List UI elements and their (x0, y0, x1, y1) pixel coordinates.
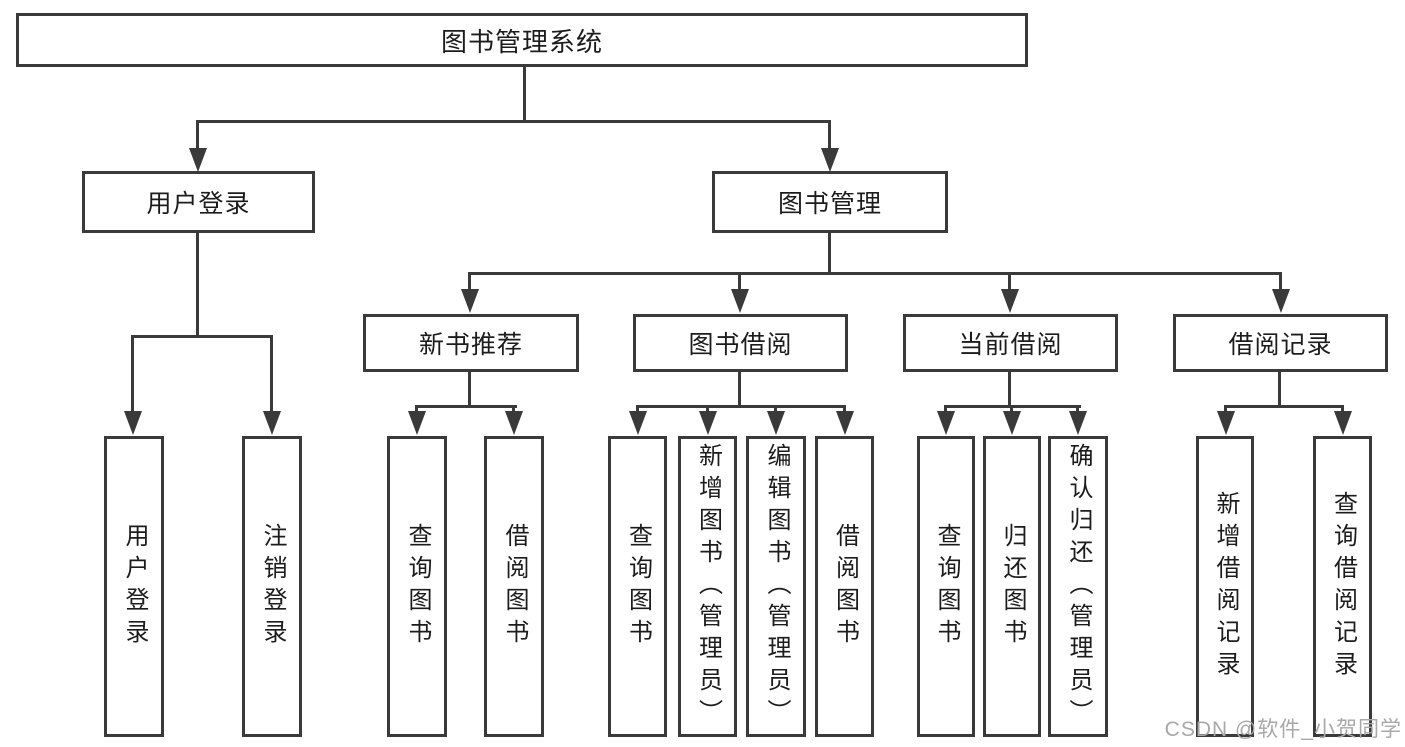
node-user-login: 用户登录 (82, 171, 315, 233)
leaf-confirm-return-admin: 确认归还（管理员） (1048, 436, 1108, 737)
connector-user-login-stem (196, 233, 199, 337)
connector-root-stem (523, 67, 526, 122)
arrow-down-icon (1003, 411, 1021, 435)
connector-bar (1224, 405, 1344, 408)
connector-drop-new-book (468, 272, 471, 292)
leaf-return-books: 归还图书 (983, 436, 1041, 737)
arrow-down-icon (731, 289, 749, 313)
connector-drop-leaf (636, 405, 639, 414)
connector-book-mgmt-stem (828, 233, 831, 275)
connector-bar (415, 405, 517, 408)
arrow-down-icon (629, 411, 647, 435)
connector-drop-leaf (1224, 405, 1227, 414)
connector-bar (636, 405, 846, 408)
connector-drop-leaf (1341, 405, 1344, 414)
connector-drop-current-borrow (1008, 272, 1011, 292)
leaf-borrow-books: 借阅图书 (484, 436, 544, 737)
connector-drop-leaf (1010, 405, 1013, 414)
arrow-down-icon (821, 148, 839, 172)
arrow-down-icon (836, 411, 854, 435)
connector-drop-borrow-records (1279, 272, 1282, 292)
arrow-down-icon (408, 411, 426, 435)
leaf-add-books-admin: 新增图书（管理员） (678, 436, 737, 737)
leaf-borrow-books: 借阅图书 (815, 436, 874, 737)
connector-drop-leaf (131, 335, 134, 414)
leaf-edit-books-admin: 编辑图书（管理员） (746, 436, 806, 737)
node-new-book-recommend: 新书推荐 (363, 314, 579, 372)
arrow-down-icon (189, 148, 207, 172)
connector-drop-leaf (843, 405, 846, 414)
connector-drop-leaf (944, 405, 947, 414)
connector-drop-user-login (196, 120, 199, 152)
arrow-down-icon (461, 289, 479, 313)
arrow-down-icon (124, 411, 142, 435)
arrow-down-icon (1001, 289, 1019, 313)
connector-stem (468, 372, 471, 408)
connector-drop-leaf (1076, 405, 1079, 414)
arrow-down-icon (699, 411, 717, 435)
arrow-down-icon (1069, 411, 1087, 435)
connector-book-mgmt-bar (468, 272, 1282, 275)
connector-stem (1008, 372, 1011, 408)
connector-drop-leaf (270, 335, 273, 414)
node-book-management: 图书管理 (712, 171, 948, 233)
connector-drop-leaf (774, 405, 777, 414)
connector-drop-leaf (512, 405, 515, 414)
arrow-down-icon (505, 411, 523, 435)
leaf-query-books: 查询图书 (917, 436, 975, 737)
node-borrowing-records: 借阅记录 (1173, 314, 1388, 372)
leaf-user-login: 用户登录 (104, 436, 164, 737)
node-book-borrowing: 图书借阅 (633, 314, 848, 372)
leaf-query-borrow-record: 查询借阅记录 (1313, 436, 1372, 737)
connector-drop-leaf (415, 405, 418, 414)
leaf-logout: 注销登录 (242, 436, 302, 737)
connector-user-login-bar (131, 335, 273, 338)
connector-stem (1278, 372, 1281, 408)
node-library-management-system: 图书管理系统 (16, 13, 1028, 67)
connector-root-bar (196, 120, 831, 123)
arrow-down-icon (767, 411, 785, 435)
node-current-borrowing: 当前借阅 (903, 314, 1118, 372)
arrow-down-icon (1334, 411, 1352, 435)
leaf-query-books: 查询图书 (608, 436, 667, 737)
connector-drop-book-mgmt (828, 120, 831, 152)
arrow-down-icon (937, 411, 955, 435)
leaf-query-books: 查询图书 (387, 436, 447, 737)
arrow-down-icon (1272, 289, 1290, 313)
arrow-down-icon (1217, 411, 1235, 435)
connector-stem (738, 372, 741, 408)
connector-drop-leaf (706, 405, 709, 414)
csdn-watermark: CSDN @软件_小贺同学 (1164, 718, 1402, 741)
connector-drop-book-borrow (738, 272, 741, 292)
leaf-add-borrow-record: 新增借阅记录 (1196, 436, 1254, 737)
arrow-down-icon (263, 411, 281, 435)
